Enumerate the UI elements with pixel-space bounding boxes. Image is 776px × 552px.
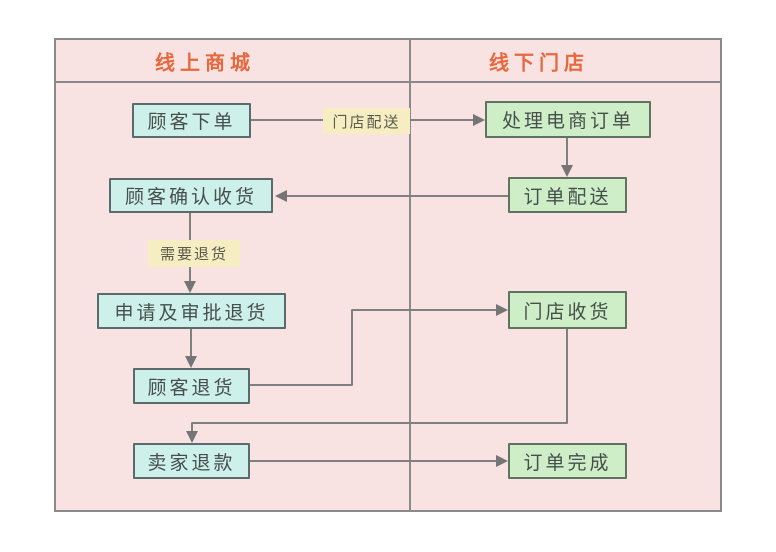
node-store-receive: 门店收货 <box>508 291 627 329</box>
lane-header-offline-store: 线下门店 <box>489 52 589 75</box>
node-customer-return: 顾客退货 <box>133 368 250 404</box>
node-apply-return: 申请及审批退货 <box>97 293 286 329</box>
node-order-complete: 订单完成 <box>508 443 627 479</box>
node-label: 处理电商订单 <box>501 111 634 132</box>
node-label: 卖家退款 <box>147 452 236 474</box>
node-seller-refund: 卖家退款 <box>133 443 250 479</box>
node-label: 订单配送 <box>523 186 612 208</box>
node-confirm-receipt: 顾客确认收货 <box>109 178 273 213</box>
node-process-ecom-order: 处理电商订单 <box>485 101 651 138</box>
edge-label-store-delivery: 门店配送 <box>323 108 410 134</box>
lane-divider <box>409 38 411 512</box>
lane-header-online-mall: 线上商城 <box>155 52 255 75</box>
node-place-order: 顾客下单 <box>132 103 251 138</box>
edge-label-need-return: 需要退货 <box>148 240 240 267</box>
node-label: 顾客退货 <box>147 377 236 399</box>
lane-header-divider <box>54 81 722 83</box>
node-label: 顾客确认收货 <box>124 187 257 208</box>
node-label: 顾客下单 <box>147 112 236 133</box>
node-label: 订单完成 <box>523 452 612 474</box>
node-order-delivery: 订单配送 <box>508 177 627 213</box>
node-label: 申请及审批退货 <box>114 302 269 324</box>
node-label: 门店收货 <box>523 301 612 323</box>
